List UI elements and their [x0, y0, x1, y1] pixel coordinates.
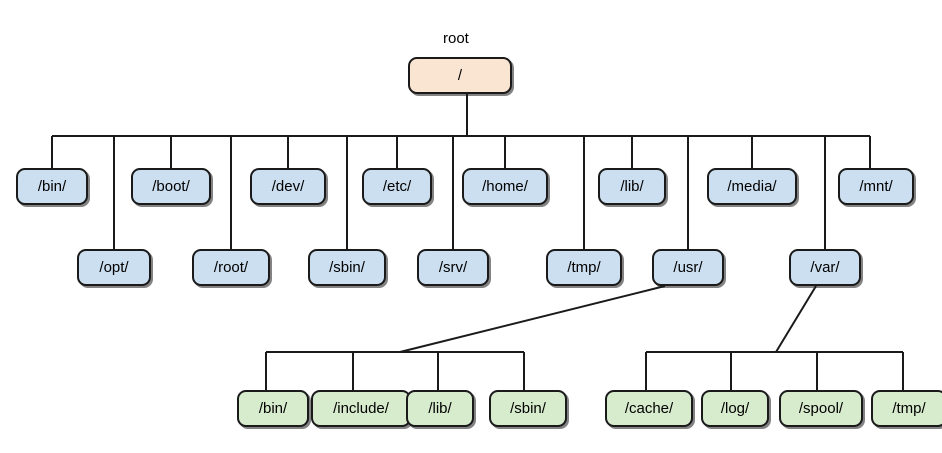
node-level1-lib[interactable]: /lib/: [598, 168, 666, 205]
node-usr-child-bin[interactable]: /bin/: [237, 390, 309, 427]
node-var-child-tmp[interactable]: /tmp/: [871, 390, 942, 427]
node-level1-media[interactable]: /media/: [707, 168, 797, 205]
node-level1-etc[interactable]: /etc/: [362, 168, 432, 205]
node-level1-sbin[interactable]: /sbin/: [308, 249, 386, 286]
node-level1-tmp[interactable]: /tmp/: [546, 249, 622, 286]
node-root[interactable]: /: [408, 57, 512, 94]
node-level1-boot[interactable]: /boot/: [131, 168, 211, 205]
node-level1-mnt[interactable]: /mnt/: [838, 168, 914, 205]
node-level1-home[interactable]: /home/: [462, 168, 548, 205]
node-level1-usr[interactable]: /usr/: [652, 249, 724, 286]
node-level1-var[interactable]: /var/: [789, 249, 861, 286]
root-caption: root: [443, 30, 469, 47]
node-var-child-log[interactable]: /log/: [701, 390, 769, 427]
edge-usr-diagonal: [399, 285, 666, 353]
node-usr-child-sbin[interactable]: /sbin/: [489, 390, 567, 427]
node-level1-srv[interactable]: /srv/: [417, 249, 489, 286]
node-var-child-spool[interactable]: /spool/: [779, 390, 863, 427]
node-usr-child-include[interactable]: /include/: [311, 390, 411, 427]
edge-var-diagonal: [775, 285, 817, 353]
node-level1-opt[interactable]: /opt/: [77, 249, 151, 286]
node-usr-child-lib[interactable]: /lib/: [406, 390, 474, 427]
node-level1-bin[interactable]: /bin/: [16, 168, 88, 205]
node-var-child-cache[interactable]: /cache/: [605, 390, 693, 427]
node-level1-root[interactable]: /root/: [192, 249, 270, 286]
node-level1-dev[interactable]: /dev/: [250, 168, 326, 205]
